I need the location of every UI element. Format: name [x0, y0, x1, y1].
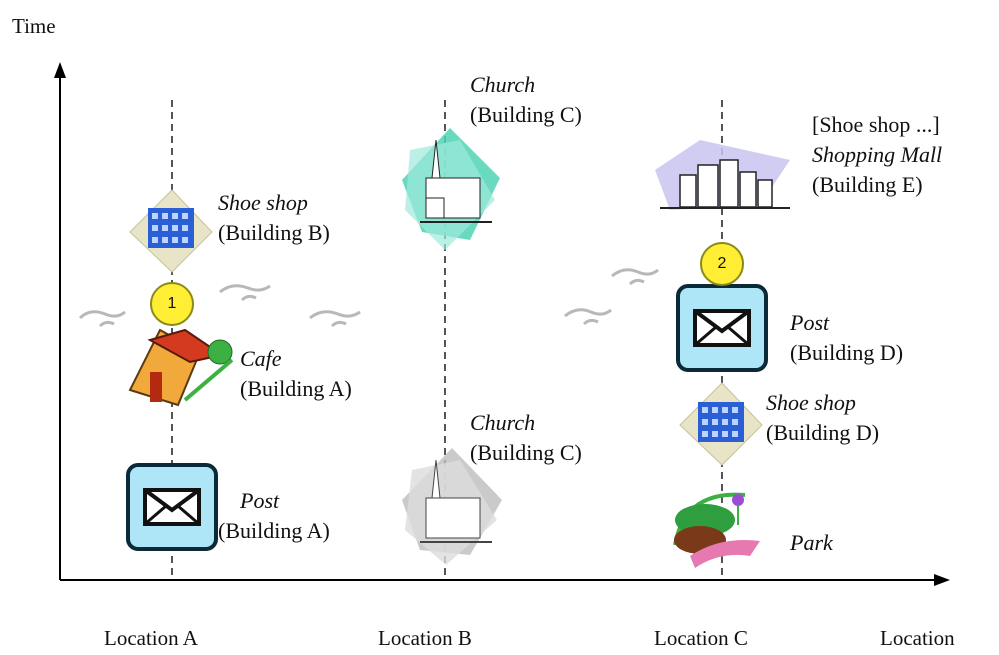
church-icon: [402, 128, 500, 250]
event-post-a: Post (Building A): [218, 486, 330, 546]
event-shopping-mall: [Shoe shop ...] Shopping Mall (Building …: [812, 110, 942, 200]
event-name: Church: [470, 410, 536, 435]
marker-2: 2: [700, 242, 744, 286]
city-skyline-icon: [655, 140, 790, 210]
event-name: Shoe shop: [218, 190, 308, 215]
location-c-label: Location C: [654, 626, 748, 650]
event-name: Post: [790, 310, 830, 335]
event-name: Church: [470, 72, 536, 97]
church-icon: [402, 448, 502, 565]
house-icon: [128, 328, 234, 407]
office-building-icon: [679, 382, 763, 466]
event-building: (Building D): [790, 340, 904, 365]
event-building: (Building E): [812, 172, 923, 197]
time-axis-label: Time: [12, 14, 56, 38]
event-name: Park: [790, 530, 833, 555]
event-cafe: Cafe (Building A): [240, 344, 352, 404]
time-axis-arrow: [54, 62, 66, 78]
event-name: Shoe shop: [766, 390, 856, 415]
event-name: Cafe: [240, 346, 282, 371]
event-prefix: [Shoe shop ...]: [812, 112, 940, 137]
event-park: Park: [790, 528, 833, 558]
event-church-bottom: Church (Building C): [470, 408, 582, 468]
event-church-top: Church (Building C): [470, 70, 582, 130]
location-a-label: Location A: [104, 626, 198, 650]
park-icon: [673, 492, 760, 568]
event-building: (Building A): [240, 376, 352, 401]
location-b-label: Location B: [378, 626, 472, 650]
mail-icon: [676, 284, 768, 372]
office-building-icon: [129, 189, 213, 273]
location-axis-arrow: [934, 574, 950, 586]
event-building: (Building D): [766, 420, 880, 445]
footprints-icon: [78, 268, 659, 328]
marker-1: 1: [150, 282, 194, 326]
event-building: (Building B): [218, 220, 330, 245]
event-shoe-shop-b: Shoe shop (Building B): [218, 188, 330, 248]
mail-icon: [126, 463, 218, 551]
event-building: (Building C): [470, 440, 582, 465]
event-name: Post: [240, 488, 280, 513]
event-post-d: Post (Building D): [790, 308, 903, 368]
location-axis-label: Location: [880, 626, 955, 650]
event-building: (Building A): [218, 518, 330, 543]
event-shoe-shop-d: Shoe shop (Building D): [766, 388, 879, 448]
event-building: (Building C): [470, 102, 582, 127]
event-name: Shopping Mall: [812, 142, 943, 167]
